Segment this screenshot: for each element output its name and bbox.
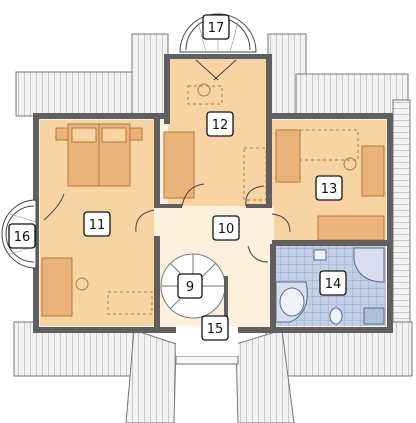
label-room-9: 9 (186, 280, 194, 295)
door-swings (43, 59, 291, 263)
label-room-13: 13 (321, 182, 338, 197)
label-room-10: 10 (218, 222, 235, 237)
label-room-16: 16 (14, 230, 31, 245)
label-room-15: 15 (207, 322, 224, 337)
room-labels: 9 10 11 12 13 14 15 16 17 (8, 14, 347, 341)
label-room-14: 14 (325, 277, 342, 292)
label-room-12: 12 (212, 118, 229, 133)
room-13 (272, 120, 386, 242)
roof-overhangs (13, 33, 413, 423)
label-room-11: 11 (89, 218, 106, 233)
label-room-17: 17 (208, 21, 225, 36)
interior-walls (154, 54, 388, 330)
room-14-bathroom (274, 246, 386, 326)
